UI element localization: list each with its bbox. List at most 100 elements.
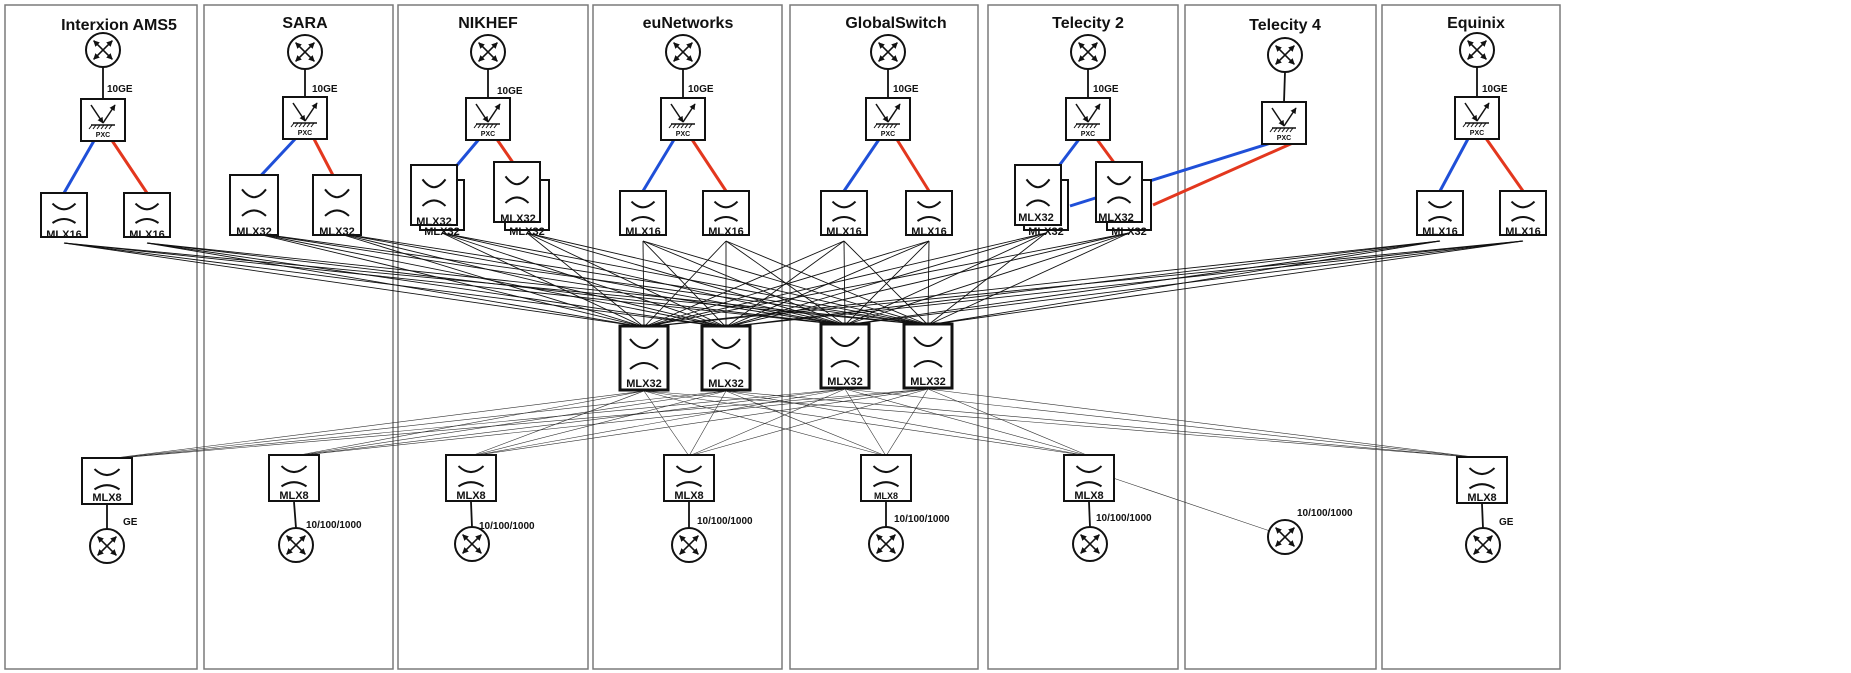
telecity-edge-uplink (1112, 477, 1271, 532)
hatch (298, 122, 303, 128)
site-title-telecity-4: Telecity 4 (1249, 17, 1321, 34)
core-backbone-link (643, 240, 727, 328)
arrow-line (295, 42, 315, 62)
core-backbone-link (526, 232, 727, 328)
crossbar-glyph (713, 200, 739, 222)
hatch (1093, 123, 1098, 129)
core-model-label: MLX32 (416, 216, 451, 228)
pxc-label: PXC (96, 132, 110, 139)
site-title-sara: SARA (282, 15, 328, 32)
hatch (688, 123, 693, 129)
site-title-nikhef: NIKHEF (458, 15, 518, 32)
hatch (1289, 127, 1294, 133)
labels: Interxion AMS5 SARA NIKHEF euNetworks Gl… (46, 15, 1540, 532)
beam-out (682, 103, 696, 123)
backbone-edge-link (106, 390, 645, 460)
backbone-model-label: MLX32 (708, 378, 743, 390)
core-backbone-link (441, 232, 727, 328)
edge-switch (1456, 456, 1508, 504)
core-backbone-link (526, 232, 645, 328)
access-circle-icon (1465, 527, 1501, 563)
core-model-label: MLX16 (46, 229, 81, 241)
hatch (1478, 122, 1483, 128)
beam-in (875, 103, 889, 123)
upstream-circle-icon (1459, 32, 1495, 68)
uplink-label-interxion: 10GE (107, 84, 133, 95)
pxc-switch-icon: PXC (865, 97, 911, 141)
core-backbone-link (643, 232, 1130, 328)
switch-frame (1014, 164, 1062, 226)
hatch (108, 124, 113, 130)
uplink-label-nikhef: 10GE (497, 86, 523, 97)
crossbar-glyph (421, 178, 447, 207)
switch-frame (312, 174, 362, 236)
core-backbone-link (642, 240, 645, 328)
backbone-model-label: MLX32 (626, 378, 661, 390)
hatch (668, 123, 673, 129)
access-label-nikhef: 10/100/1000 (479, 521, 535, 532)
hatch (485, 123, 490, 129)
switch-frame (229, 174, 279, 236)
core-model-label: MLX16 (129, 229, 164, 241)
pxc-path-b (109, 138, 149, 194)
crossbar-glyph (280, 465, 308, 488)
arrow-line (1078, 42, 1098, 62)
switch-frame (40, 192, 88, 238)
upstream-circle-icon (870, 34, 906, 70)
backbone-edge-link (927, 388, 1483, 459)
core-backbone-link (146, 242, 846, 326)
crossbar-glyph (913, 336, 943, 368)
core-backbone-link (336, 232, 645, 328)
core-switch (1416, 190, 1464, 236)
core-backbone-link (253, 232, 645, 328)
access-label-globalswitch: 10/100/1000 (894, 514, 950, 525)
core-model-label: MLX16 (1505, 226, 1540, 238)
backbone-model-label: MLX32 (827, 376, 862, 388)
hatch (877, 123, 882, 129)
crossbar-glyph (711, 338, 741, 370)
pxc-label: PXC (1081, 131, 1095, 138)
crossbar-glyph (1075, 465, 1103, 488)
core-switch (905, 190, 953, 236)
uplink-label-telecity-2: 10GE (1093, 84, 1119, 95)
crossbar-glyph (630, 200, 656, 222)
switch-frame (902, 322, 954, 390)
beam-out (1283, 107, 1297, 127)
backbone-edge-link (470, 388, 846, 457)
beam-in (1271, 107, 1285, 127)
pxc-label: PXC (1277, 135, 1291, 142)
crossbar-glyph (324, 188, 350, 217)
hatch (481, 123, 486, 129)
pxc-path-a (641, 137, 677, 192)
core-switch (1095, 161, 1143, 223)
backbone-edge-link (927, 388, 1090, 457)
pxc-switch-icon: PXC (660, 97, 706, 141)
edge-model-label: MLX8 (92, 492, 121, 504)
beam-out (487, 103, 501, 123)
hatch (1085, 123, 1090, 129)
core-backbone-link (725, 240, 1524, 328)
backbone-edge-link (725, 390, 887, 457)
core-switch (1499, 190, 1547, 236)
core-model-label: MLX16 (911, 226, 946, 238)
core-backbone-link (336, 232, 727, 328)
uplink-label-sara: 10GE (312, 84, 338, 95)
arrow-line (679, 535, 699, 555)
beam-out (1476, 102, 1490, 122)
core-backbone-link (526, 232, 846, 326)
pxc-path-b (1152, 140, 1296, 207)
hatch (1462, 122, 1467, 128)
site-columns (4, 4, 1561, 670)
pxc-switch-icon: PXC (1261, 101, 1307, 145)
hatch (1474, 122, 1479, 128)
backbone-switches (618, 322, 954, 392)
crossbar-glyph (831, 200, 857, 222)
hatch (1281, 127, 1286, 133)
backbone-edge-link (688, 388, 846, 457)
upstream-circle-icon (85, 32, 121, 68)
hatch (1089, 123, 1094, 129)
hatch (873, 123, 878, 129)
switch-frame (618, 324, 670, 392)
core-model-label: MLX32 (1111, 226, 1146, 238)
switch-frame (702, 190, 750, 236)
